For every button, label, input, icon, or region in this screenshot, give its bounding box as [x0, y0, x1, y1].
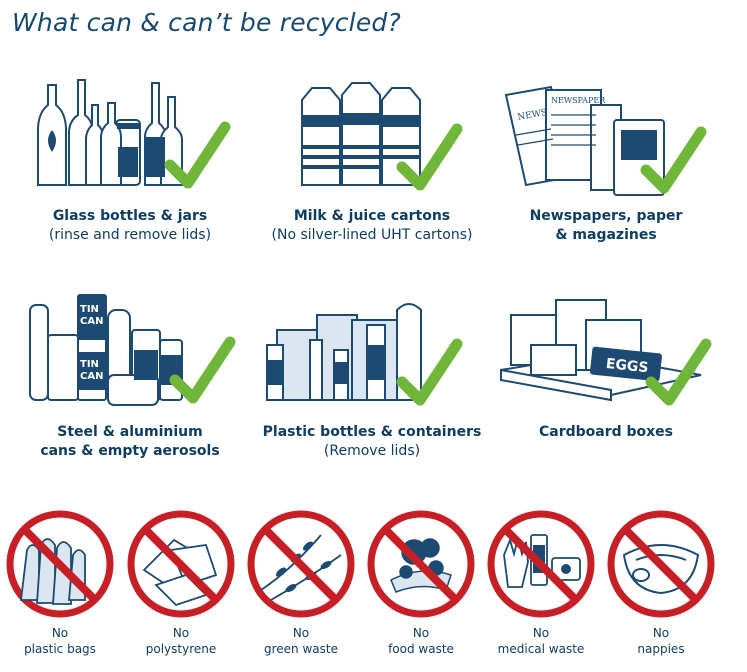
caption-title: Glass bottles & jars: [52, 208, 208, 224]
can-label: TIN: [80, 359, 99, 370]
recyclable-caption: Plastic bottles & containers (Remove lid…: [262, 423, 482, 461]
caption-item: green waste: [264, 642, 338, 656]
caption-title: Cardboard boxes: [538, 424, 674, 440]
not-recyclable-caption: No nappies: [606, 625, 716, 657]
cartons-icon: [262, 75, 482, 200]
caption-item: food waste: [388, 642, 454, 656]
green-waste-icon: [246, 510, 356, 618]
caption-detail: & magazines: [555, 227, 657, 243]
not-recyclable-caption: No medical waste: [486, 625, 596, 657]
newspapers-icon: NEWS NEWSPAPER: [496, 75, 716, 200]
caption-item: polystyrene: [145, 642, 217, 656]
not-recyclable-caption: No green waste: [246, 625, 356, 657]
recyclable-caption: Glass bottles & jars (rinse and remove l…: [20, 207, 240, 245]
caption-no: No: [292, 626, 310, 640]
can-label: CAN: [80, 316, 103, 327]
can-label: TIN: [80, 304, 99, 315]
recyclable-caption: Steel & aluminium cans & empty aerosols: [20, 423, 240, 461]
can-label: CAN: [80, 371, 103, 382]
cans-icon: TIN CAN TIN CAN: [20, 290, 240, 415]
food-waste-icon: [366, 510, 476, 618]
not-recyclable-caption: No polystyrene: [126, 625, 236, 657]
caption-item: nappies: [637, 642, 685, 656]
caption-detail: (rinse and remove lids): [48, 227, 212, 243]
nappies-icon: [606, 510, 716, 618]
caption-no: No: [532, 626, 550, 640]
page-title: What can & can’t be recycled?: [12, 8, 401, 37]
caption-title: Plastic bottles & containers: [262, 424, 482, 440]
caption-detail: cans & empty aerosols: [40, 443, 220, 459]
caption-no: No: [412, 626, 430, 640]
caption-title: Milk & juice cartons: [293, 208, 451, 224]
caption-no: No: [51, 626, 69, 640]
medical-waste-icon: [486, 510, 596, 618]
caption-item: plastic bags: [24, 642, 96, 656]
box-label: EGGS: [605, 356, 649, 376]
polystyrene-icon: [126, 510, 236, 618]
plastic-bottles-icon: [262, 290, 482, 415]
not-recyclable-caption: No food waste: [366, 625, 476, 657]
not-recyclable-caption: No plastic bags: [5, 625, 115, 657]
newspaper-masthead: NEWSPAPER: [551, 96, 606, 105]
caption-item: medical waste: [497, 642, 585, 656]
recyclable-caption: Newspapers, paper & magazines: [496, 207, 716, 245]
caption-no: No: [172, 626, 190, 640]
caption-title: Steel & aluminium: [57, 424, 203, 440]
recyclable-caption: Cardboard boxes: [496, 423, 716, 442]
recyclable-caption: Milk & juice cartons (No silver-lined UH…: [262, 207, 482, 245]
caption-no: No: [652, 626, 670, 640]
caption-detail: (Remove lids): [323, 443, 421, 459]
plastic-bags-icon: [5, 510, 115, 618]
caption-title: Newspapers, paper: [529, 208, 683, 224]
cardboard-boxes-icon: EGGS: [496, 290, 716, 415]
glass-bottles-icon: [20, 75, 240, 200]
caption-detail: (No silver-lined UHT cartons): [271, 227, 473, 243]
